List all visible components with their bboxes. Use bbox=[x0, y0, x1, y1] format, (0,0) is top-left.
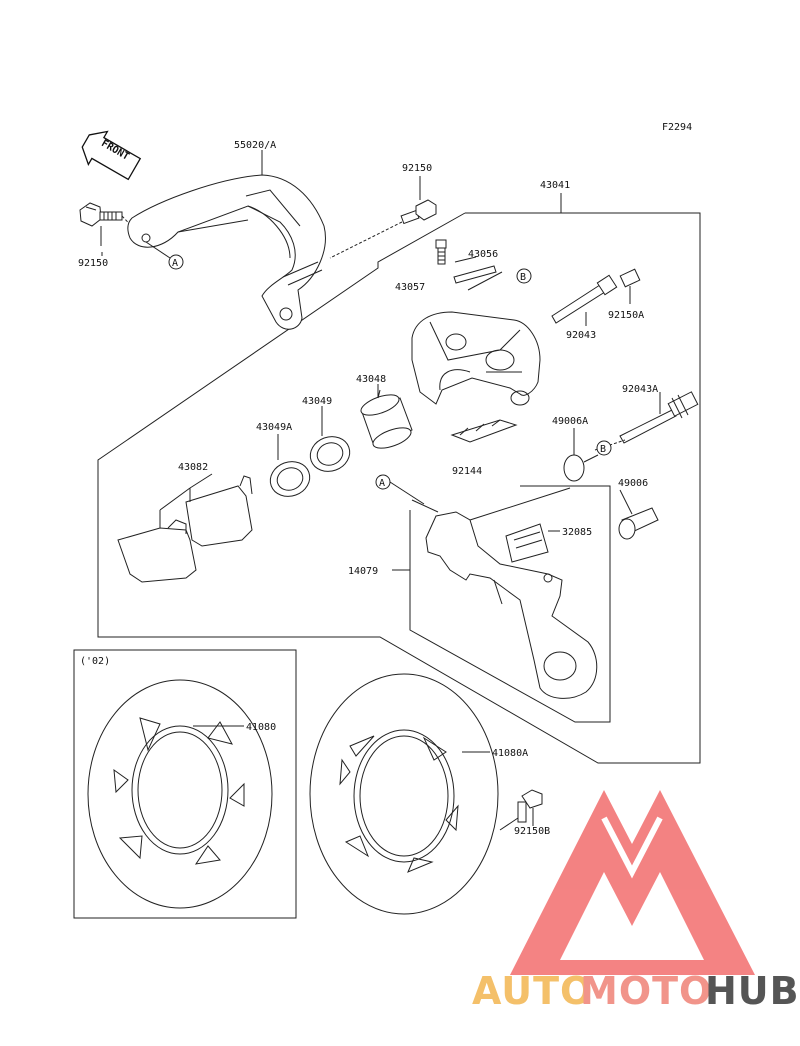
caliper-holder-14079 bbox=[411, 487, 598, 699]
part-label-41080: 41080 bbox=[246, 722, 276, 733]
part-label-92150-left: 92150 bbox=[78, 258, 108, 269]
ref-a-circle: A bbox=[172, 258, 178, 269]
part-label-32085: 32085 bbox=[562, 527, 592, 538]
part-label-43049A: 43049A bbox=[256, 422, 292, 433]
watermark-hub: HUB bbox=[705, 969, 800, 1013]
part-label-92150A: 92150A bbox=[608, 310, 644, 321]
seal-43049 bbox=[309, 406, 351, 472]
cap-92150A bbox=[619, 268, 641, 304]
bolt-92150-right bbox=[329, 176, 437, 259]
part-label-41080A: 41080A bbox=[492, 748, 528, 759]
part-label-92043A: 92043A bbox=[622, 384, 658, 395]
pin-92043 bbox=[551, 274, 618, 326]
figure-code: F2294 bbox=[662, 122, 692, 133]
bolt-92150B bbox=[499, 789, 543, 831]
ref-b-circle-2: B bbox=[600, 444, 606, 455]
part-label-55020A: 55020/A bbox=[234, 140, 276, 151]
caliper-body bbox=[411, 311, 541, 406]
part-label-43048: 43048 bbox=[356, 374, 386, 385]
front-arrow bbox=[81, 130, 142, 181]
part-label-14079: 14079 bbox=[348, 566, 378, 577]
spring-32085 bbox=[505, 523, 560, 563]
caliper-bracket-55020 bbox=[127, 150, 326, 330]
part-label-49006: 49006 bbox=[618, 478, 648, 489]
pin-43057 bbox=[453, 265, 503, 291]
bracket-outline bbox=[409, 485, 611, 723]
variant-note: ('02) bbox=[80, 656, 110, 667]
pin-92043A bbox=[594, 391, 699, 451]
part-label-43049: 43049 bbox=[302, 396, 332, 407]
part-label-92043: 92043 bbox=[566, 330, 596, 341]
watermark-auto: AUTO bbox=[472, 969, 593, 1013]
bolt-92150-left bbox=[79, 202, 143, 246]
automotohub-logo bbox=[510, 790, 755, 975]
bleeder-43056 bbox=[435, 239, 477, 265]
assembly-outline bbox=[97, 212, 701, 764]
brake-pads-43082 bbox=[117, 473, 253, 583]
disc-variant-box bbox=[73, 649, 297, 919]
part-label-43082: 43082 bbox=[178, 462, 208, 473]
part-label-43056: 43056 bbox=[468, 249, 498, 260]
seal-43049A bbox=[269, 434, 311, 497]
part-label-92150-right: 92150 bbox=[402, 163, 432, 174]
boot-49006 bbox=[618, 489, 659, 540]
part-label-92150B: 92150B bbox=[514, 826, 550, 837]
piston-43048 bbox=[360, 384, 413, 449]
part-label-43057: 43057 bbox=[395, 282, 425, 293]
part-label-43041: 43041 bbox=[540, 180, 570, 191]
part-label-92144: 92144 bbox=[452, 466, 482, 477]
ref-a-circle-2: A bbox=[379, 478, 385, 489]
part-label-49006A: 49006A bbox=[552, 416, 588, 427]
disc-41080A bbox=[309, 673, 499, 915]
ref-b-circle: B bbox=[520, 272, 526, 283]
pad-spring bbox=[450, 419, 518, 443]
disc-41080 bbox=[87, 679, 273, 909]
watermark-moto: MOTO bbox=[580, 969, 712, 1013]
boot-49006A bbox=[563, 428, 599, 482]
